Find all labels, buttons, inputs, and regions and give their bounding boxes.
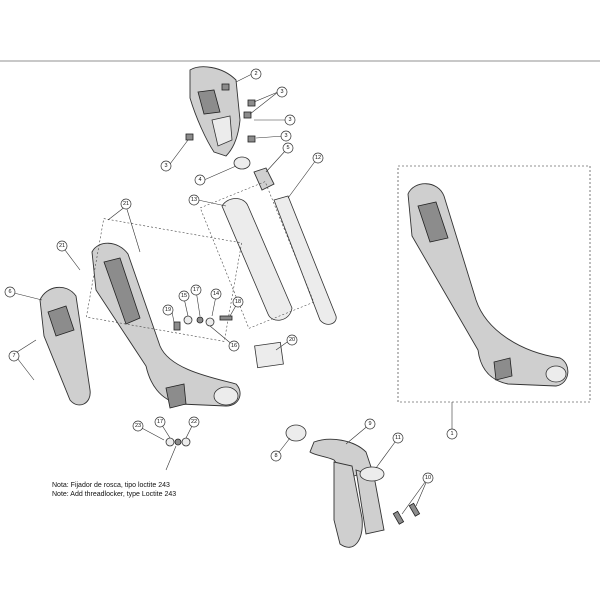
top-heat-shield — [189, 66, 241, 157]
svg-text:15: 15 — [181, 293, 187, 299]
callout-3d: 3 — [160, 160, 172, 172]
callout-15: 15 — [178, 290, 190, 302]
callout-16: 16 — [228, 340, 240, 352]
muffler-tube-13 — [221, 198, 293, 321]
svg-text:23: 23 — [135, 423, 141, 429]
svg-text:7: 7 — [12, 353, 15, 359]
label-card-20 — [254, 341, 284, 369]
callout-10: 10 — [422, 472, 434, 484]
callout-9: 9 — [364, 418, 376, 430]
callout-17-top: 17 — [190, 284, 202, 296]
sleeve-5 — [253, 167, 275, 191]
svg-text:13: 13 — [191, 197, 197, 203]
callout-12: 12 — [312, 152, 324, 164]
callout-23: 23 — [132, 420, 144, 432]
svg-text:21: 21 — [123, 201, 129, 207]
svg-text:22: 22 — [191, 419, 197, 425]
svg-text:2: 2 — [254, 71, 257, 77]
hardware-cluster — [173, 315, 233, 331]
callout-3a: 3 — [276, 86, 288, 98]
svg-text:3: 3 — [164, 163, 167, 169]
svg-text:5: 5 — [286, 145, 289, 151]
callout-21-left: 21 — [56, 240, 68, 252]
callout-13: 13 — [188, 194, 200, 206]
hardware-lower — [165, 437, 191, 447]
svg-text:3: 3 — [284, 133, 287, 139]
svg-text:17: 17 — [157, 419, 163, 425]
callout-14: 14 — [210, 288, 222, 300]
outer-heat-shield — [39, 286, 91, 406]
callout-1: 1 — [446, 428, 458, 440]
svg-text:18: 18 — [235, 299, 241, 305]
svg-text:17: 17 — [193, 287, 199, 293]
callout-6: 6 — [4, 286, 16, 298]
svg-text:6: 6 — [8, 289, 11, 295]
svg-text:21: 21 — [59, 243, 65, 249]
assembly-frame — [397, 165, 591, 403]
callout-8: 8 — [270, 450, 282, 462]
svg-text:9: 9 — [368, 421, 371, 427]
callout-11: 11 — [392, 432, 404, 444]
svg-text:16: 16 — [231, 343, 237, 349]
callout-20: 20 — [286, 334, 298, 346]
svg-text:14: 14 — [213, 291, 219, 297]
callout-5: 5 — [282, 142, 294, 154]
callout-22: 22 — [188, 416, 200, 428]
clamp-ring-4 — [233, 156, 251, 170]
svg-text:8: 8 — [274, 453, 277, 459]
note-spanish: Nota: Fijador de rosca, tipo loctite 243 — [52, 482, 170, 489]
link-pipe-12 — [273, 195, 337, 325]
svg-text:1: 1 — [450, 431, 453, 437]
note-english: Note: Add threadlocker, type Loctite 243 — [52, 491, 177, 498]
svg-text:3: 3 — [288, 117, 291, 123]
bolts-10 — [392, 502, 421, 525]
clips-3 — [185, 83, 256, 143]
callout-18: 18 — [232, 296, 244, 308]
callout-2: 2 — [250, 68, 262, 80]
leader-lines — [9, 73, 453, 515]
svg-text:4: 4 — [198, 177, 201, 183]
callout-7: 7 — [8, 350, 20, 362]
svg-text:12: 12 — [315, 155, 321, 161]
callout-3c: 3 — [280, 130, 292, 142]
main-muffler-body — [91, 242, 241, 409]
callout-17-bottom: 17 — [154, 416, 166, 428]
callout-21-top: 21 — [120, 198, 132, 210]
svg-text:11: 11 — [395, 435, 401, 441]
assembled-muffler — [407, 183, 569, 387]
svg-text:10: 10 — [425, 475, 431, 481]
svg-text:3: 3 — [280, 89, 283, 95]
callouts: 1 20 2 3 3 3 3 4 5 12 13 21 21 6 7 15 17… — [4, 68, 458, 484]
svg-text:19: 19 — [165, 307, 171, 313]
header-pipe — [285, 424, 385, 548]
callout-19: 19 — [162, 304, 174, 316]
svg-text:20: 20 — [289, 337, 295, 343]
callout-3b: 3 — [284, 114, 296, 126]
callout-4-top: 4 — [194, 174, 206, 186]
muffler-dash-frame — [86, 218, 242, 342]
